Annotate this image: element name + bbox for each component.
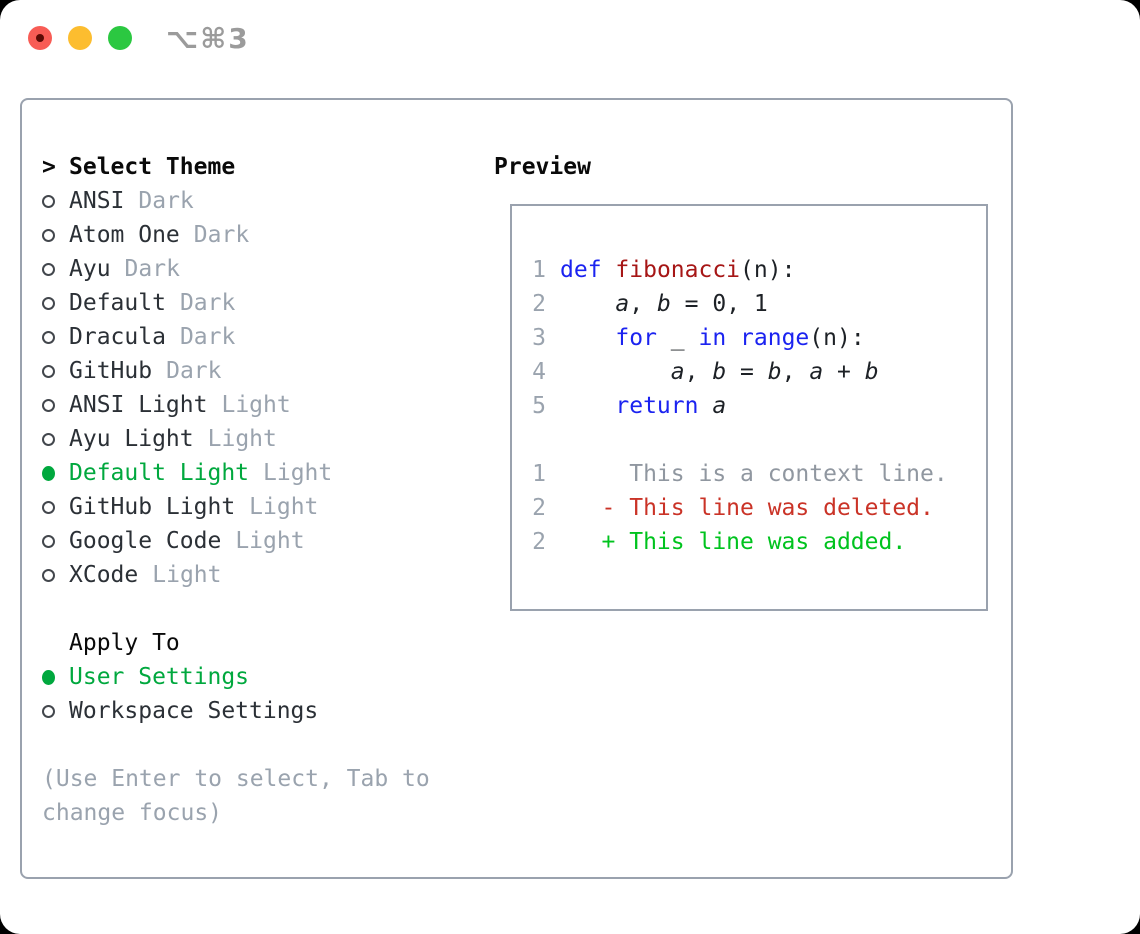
line-content: for _ in range(n):	[615, 325, 865, 351]
option-label: Default Light	[69, 460, 250, 486]
theme-option[interactable]: ANSI Light Light	[42, 388, 482, 422]
option-label: User Settings	[69, 664, 250, 690]
close-dot-icon	[36, 34, 44, 42]
line-number: 1	[532, 461, 546, 487]
radio-unselected-icon	[42, 534, 55, 548]
line-number: 5	[532, 393, 546, 419]
code-line: 2 + This line was added.	[532, 525, 986, 559]
spacer	[42, 592, 482, 626]
radio-unselected-icon	[42, 704, 55, 718]
option-label: Ayu	[69, 256, 111, 282]
code-blank-line	[532, 423, 986, 457]
preview-title: Preview	[494, 154, 591, 180]
radio-selected-icon	[42, 669, 55, 685]
apply-to-header: Apply To	[69, 630, 180, 656]
theme-option[interactable]: Default Light Light	[42, 456, 482, 490]
line-content: + This line was added.	[560, 529, 907, 555]
variant-label: Dark	[124, 256, 180, 282]
theme-option[interactable]: Dracula Dark	[42, 320, 482, 354]
variant-label: Light	[235, 528, 305, 554]
traffic-lights	[28, 26, 132, 50]
close-button[interactable]	[28, 26, 52, 50]
radio-unselected-icon	[42, 228, 55, 242]
variant-label: Light	[152, 562, 222, 588]
option-label: Ayu Light	[69, 426, 194, 452]
code-line: 3 for _ in range(n):	[532, 321, 986, 355]
option-label: ANSI Light	[69, 392, 208, 418]
variant-label: Light	[207, 426, 277, 452]
radio-unselected-icon	[42, 296, 55, 310]
line-number: 2	[532, 529, 546, 555]
code-line: 1 def fibonacci(n):	[532, 253, 986, 287]
radio-unselected-icon	[42, 398, 55, 412]
theme-option[interactable]: XCode Light	[42, 558, 482, 592]
theme-option[interactable]: Google Code Light	[42, 524, 482, 558]
variant-label: Dark	[138, 188, 194, 214]
option-label: Google Code	[69, 528, 222, 554]
radio-unselected-icon	[42, 330, 55, 344]
option-label: ANSI	[69, 188, 125, 214]
line-number: 3	[532, 325, 546, 351]
option-label: GitHub Light	[69, 494, 236, 520]
line-content: - This line was deleted.	[560, 495, 934, 521]
help-text: (Use Enter to select, Tab to change focu…	[42, 766, 430, 826]
window-title: ⌥⌘3	[166, 22, 250, 55]
theme-option[interactable]: Default Dark	[42, 286, 482, 320]
option-label: Atom One	[69, 222, 180, 248]
option-label: Default	[69, 290, 166, 316]
code-line: 2 a, b = 0, 1	[532, 287, 986, 321]
variant-label: Light	[221, 392, 291, 418]
variant-label: Dark	[179, 290, 236, 316]
radio-unselected-icon	[42, 262, 55, 276]
code-line: 2 - This line was deleted.	[532, 491, 986, 525]
line-content: def fibonacci(n):	[560, 257, 796, 283]
radio-selected-icon	[42, 465, 55, 481]
line-number: 2	[532, 291, 546, 317]
option-label: GitHub	[69, 358, 153, 384]
code-line: 5 return a	[532, 389, 986, 423]
radio-unselected-icon	[42, 568, 55, 582]
select-theme-title: Select Theme	[69, 154, 236, 180]
variant-label: Light	[249, 494, 319, 520]
option-label: Workspace Settings	[69, 698, 319, 724]
theme-option[interactable]: GitHub Light Light	[42, 490, 482, 524]
variant-label: Dark	[166, 358, 222, 384]
radio-unselected-icon	[42, 500, 55, 514]
line-number: 4	[532, 359, 546, 385]
select-theme-header: > Select Theme	[42, 150, 482, 184]
variant-label: Light	[263, 460, 333, 486]
theme-option[interactable]: Ayu Dark	[42, 252, 482, 286]
line-content: a, b = 0, 1	[615, 291, 768, 317]
minimize-button[interactable]	[68, 26, 92, 50]
code-line: 4 a, b = b, a + b	[532, 355, 986, 389]
theme-option[interactable]: Ayu Light Light	[42, 422, 482, 456]
radio-unselected-icon	[42, 194, 55, 208]
radio-unselected-icon	[42, 432, 55, 446]
theme-option[interactable]: ANSI Dark	[42, 184, 482, 218]
code-line: 1 This is a context line.	[532, 457, 986, 491]
option-label: XCode	[69, 562, 139, 588]
line-number: 1	[532, 257, 546, 283]
maximize-button[interactable]	[108, 26, 132, 50]
line-number: 2	[532, 495, 546, 521]
theme-option[interactable]: Atom One Dark	[42, 218, 482, 252]
theme-option[interactable]: GitHub Dark	[42, 354, 482, 388]
variant-label: Dark	[193, 222, 250, 248]
line-content: This is a context line.	[560, 461, 948, 487]
line-content: return a	[615, 393, 727, 419]
line-content: a, b = b, a + b	[670, 359, 879, 385]
option-label: Dracula	[69, 324, 166, 350]
apply-to-option[interactable]: User Settings	[42, 660, 482, 694]
prompt-icon: >	[42, 154, 56, 180]
apply-to-option[interactable]: Workspace Settings	[42, 694, 482, 728]
variant-label: Dark	[179, 324, 236, 350]
radio-unselected-icon	[42, 364, 55, 378]
